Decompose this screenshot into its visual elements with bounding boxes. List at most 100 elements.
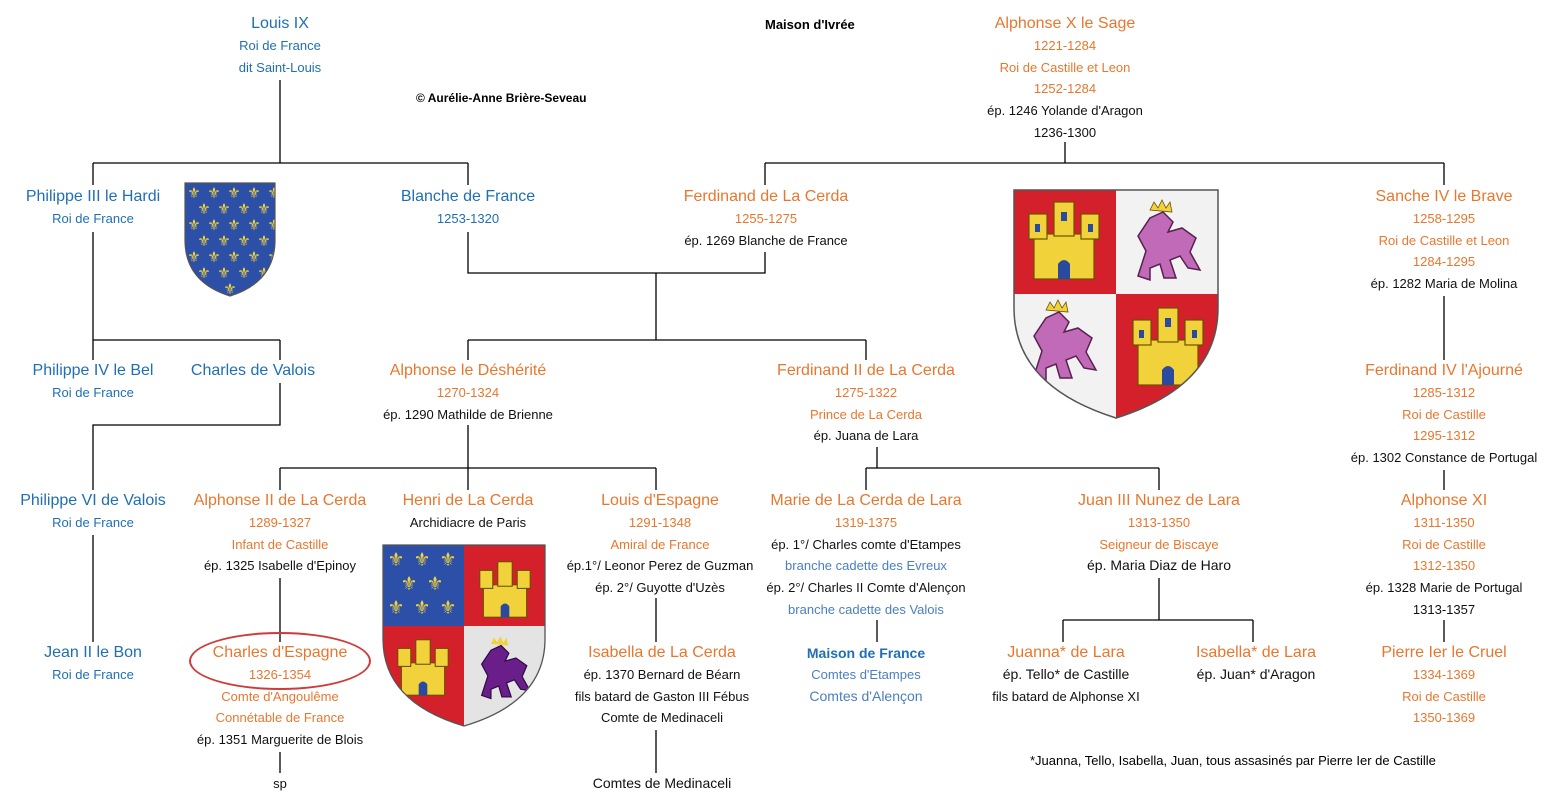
- svg-text:⚜: ⚜: [217, 232, 230, 250]
- person-alphonse-le-desherite: Alphonse le Déshérité 1270-1324 ép. 1290…: [383, 360, 553, 425]
- person-isabella-de-lara: Isabella* de Lara ép. Juan* d'Aragon: [1196, 642, 1316, 686]
- person-louis-d-espagne: Louis d'Espagne 1291-1348 Amiral de Fran…: [567, 490, 754, 599]
- person-name: Jean II le Bon: [44, 644, 142, 661]
- person-name: Juanna* de Lara: [1007, 644, 1125, 661]
- svg-text:⚜: ⚜: [187, 216, 200, 234]
- svg-text:⚜: ⚜: [247, 248, 260, 266]
- person-isabella-de-la-cerda: Isabella de La Cerda ép. 1370 Bernard de…: [575, 642, 749, 729]
- person-detail: 1285-1312: [1412, 385, 1476, 400]
- person-ferdinand-ii: Ferdinand II de La Cerda 1275-1322 Princ…: [777, 360, 955, 447]
- person-detail: 1313-1350: [1127, 515, 1191, 530]
- svg-text:⚜: ⚜: [439, 597, 456, 619]
- person-name: Juan III Nunez de Lara: [1078, 492, 1240, 509]
- comtes-de-medinaceli-label: Comtes de Medinaceli: [593, 773, 732, 795]
- person-detail: 1253-1320: [436, 211, 500, 226]
- svg-text:⚜: ⚜: [387, 597, 404, 619]
- person-name: Blanche de France: [400, 188, 536, 205]
- person-ferdinand-iv: Ferdinand IV l'Ajourné 1285-1312 Roi de …: [1351, 360, 1537, 469]
- person-detail: 1326-1354: [248, 667, 312, 682]
- person-name: Ferdinand de La Cerda: [683, 188, 849, 205]
- person-name: Philippe III le Hardi: [25, 188, 161, 205]
- person-name: Philippe IV le Bel: [32, 362, 154, 379]
- person-detail: 1312-1350: [1412, 558, 1476, 574]
- person-detail: ép. 1325 Isabelle d'Epinoy: [203, 558, 357, 574]
- svg-text:⚜: ⚜: [413, 549, 430, 571]
- svg-text:⚜: ⚜: [217, 200, 230, 218]
- person-detail: Roi de France: [52, 515, 134, 530]
- person-detail: 1291-1348: [628, 515, 692, 530]
- svg-text:⚜: ⚜: [197, 232, 210, 250]
- person-philippe-vi: Philippe VI de Valois Roi de France: [20, 490, 166, 534]
- svg-text:⚜: ⚜: [426, 573, 443, 595]
- person-detail: Roi de France: [239, 38, 321, 53]
- person-pierre-ier: Pierre Ier le Cruel 1334-1369 Roi de Cas…: [1381, 642, 1506, 729]
- person-detail: sp: [273, 776, 287, 791]
- highlight-circle: [189, 632, 371, 690]
- fleur-de-lis-shield: ⚜⚜⚜⚜⚜ ⚜⚜⚜⚜ ⚜⚜⚜⚜⚜ ⚜⚜⚜⚜ ⚜⚜⚜⚜⚜ ⚜⚜⚜⚜ ⚜: [184, 182, 276, 297]
- person-detail: ép. 1370 Bernard de Béarn: [583, 667, 741, 682]
- castle-lion-shield: [1013, 189, 1219, 419]
- person-detail: Prince de La Cerda: [809, 406, 923, 422]
- person-detail: 1275-1322: [834, 385, 898, 400]
- person-sanche-iv: Sanche IV le Brave 1258-1295 Roi de Cast…: [1371, 186, 1518, 295]
- svg-text:⚜: ⚜: [187, 248, 200, 266]
- person-jean-ii: Jean II le Bon Roi de France: [44, 642, 142, 686]
- sans-posterite-label: sp: [273, 773, 287, 795]
- person-detail: branche cadette des Evreux: [785, 558, 947, 574]
- person-detail: Comte de Medinaceli: [600, 710, 724, 726]
- svg-text:⚜: ⚜: [197, 200, 210, 218]
- person-name: Henri de La Cerda: [402, 492, 534, 509]
- person-detail: ép. 2°/ Charles II Comte d'Alençon: [766, 580, 966, 596]
- person-detail: Roi de France: [52, 385, 134, 400]
- person-name: Alphonse XI: [1400, 492, 1488, 509]
- svg-text:⚜: ⚜: [400, 573, 417, 595]
- person-detail: ép. 1282 Maria de Molina: [1370, 276, 1518, 292]
- svg-text:⚜: ⚜: [247, 184, 260, 202]
- svg-text:⚜: ⚜: [267, 184, 276, 202]
- person-detail: ép. 1351 Marguerite de Blois: [196, 732, 364, 748]
- person-name: Marie de La Cerda de Lara: [770, 492, 962, 509]
- person-detail: ép. Juan* d'Aragon: [1196, 666, 1316, 682]
- svg-text:⚜: ⚜: [227, 184, 240, 202]
- person-detail: Roi de Castille: [1402, 536, 1486, 552]
- svg-text:⚜: ⚜: [237, 264, 250, 282]
- person-alphonse-x: Alphonse X le Sage 1221-1284 Roi de Cast…: [987, 13, 1143, 144]
- svg-text:⚜: ⚜: [267, 216, 276, 234]
- person-detail: Roi de Castille: [1402, 688, 1486, 704]
- fleur-de-lis-castle-lion-shield: ⚜⚜⚜ ⚜⚜ ⚜⚜⚜: [382, 544, 546, 727]
- person-name: Charles d'Espagne: [212, 644, 348, 661]
- person-juanna-de-lara: Juanna* de Lara ép. Tello* de Castille f…: [992, 642, 1139, 707]
- person-detail: Roi de Castille: [1402, 406, 1486, 422]
- person-detail: Roi de Castille et Leon: [999, 59, 1131, 75]
- person-detail: ép. 1302 Constance de Portugal: [1350, 450, 1538, 466]
- person-detail: 1334-1369: [1412, 667, 1476, 682]
- person-charles-d-espagne: Charles d'Espagne 1326-1354 Comte d'Ango…: [197, 642, 363, 751]
- person-name: Charles de Valois: [190, 362, 316, 379]
- person-detail: ép. 1328 Marie de Portugal: [1365, 580, 1523, 596]
- person-detail: Roi de Castille et Leon: [1378, 232, 1510, 248]
- person-detail: Roi de France: [52, 211, 134, 226]
- person-detail: 1270-1324: [436, 385, 500, 400]
- person-name: Alphonse le Déshérité: [389, 362, 547, 379]
- svg-text:⚜: ⚜: [237, 200, 250, 218]
- svg-text:⚜: ⚜: [207, 248, 220, 266]
- person-detail: dit Saint-Louis: [238, 59, 322, 75]
- svg-text:⚜: ⚜: [217, 264, 230, 282]
- person-name: Alphonse X le Sage: [994, 15, 1136, 32]
- person-marie-de-la-cerda: Marie de La Cerda de Lara 1319-1375 ép. …: [766, 490, 965, 621]
- person-blanche-de-france: Blanche de France 1253-1320: [401, 186, 535, 230]
- maison-de-france: Maison de France Comtes d'Etampes Comtes…: [807, 642, 925, 707]
- person-detail: 1311-1350: [1413, 515, 1475, 530]
- person-detail: 1252-1284: [1033, 81, 1097, 97]
- person-detail: fils batard de Alphonse XI: [992, 688, 1140, 704]
- person-ferdinand-de-la-cerda: Ferdinand de La Cerda 1255-1275 ép. 1269…: [684, 186, 849, 251]
- person-detail: 1221-1284: [1033, 38, 1097, 53]
- svg-text:⚜: ⚜: [439, 549, 456, 571]
- person-detail: Infant de Castille: [231, 536, 329, 552]
- person-detail: Roi de France: [52, 667, 134, 682]
- person-detail: ép. 1°/ Charles comte d'Etampes: [771, 536, 961, 552]
- person-detail: 1258-1295: [1412, 211, 1476, 226]
- person-detail: ép. 1269 Blanche de France: [684, 232, 848, 248]
- footnote: *Juanna, Tello, Isabella, Juan, tous ass…: [1030, 753, 1436, 768]
